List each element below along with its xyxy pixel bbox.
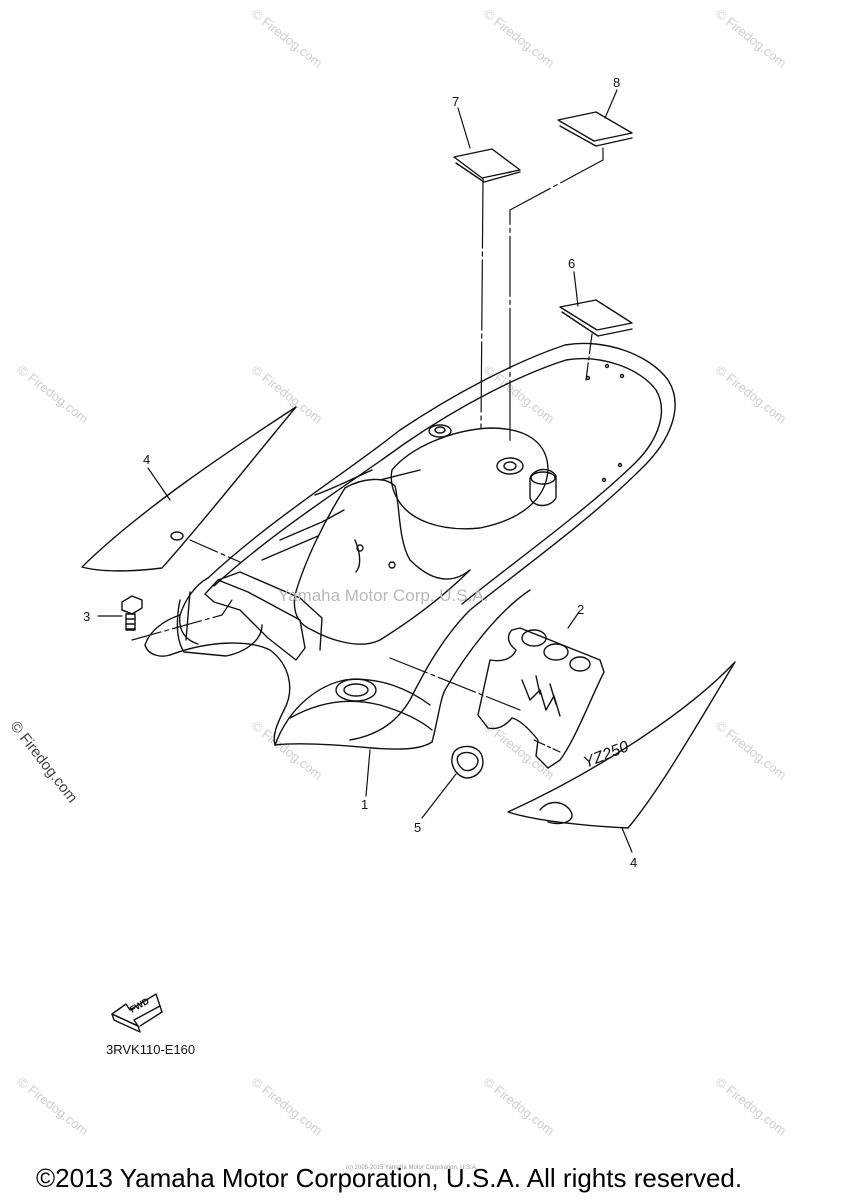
svg-text:YZ250: YZ250 [581, 738, 631, 771]
bolt-3 [122, 596, 142, 630]
callout-2: 2 [577, 602, 585, 617]
flap-2 [478, 628, 604, 768]
callout-8: 8 [613, 75, 621, 90]
callout-6: 6 [568, 256, 576, 271]
copyright-notice: ©2013 Yamaha Motor Corporation, U.S.A. A… [36, 1163, 743, 1193]
callout-1: 1 [361, 797, 369, 812]
side-decal-4-right: YZ250 [508, 662, 735, 828]
callout-7: 7 [452, 94, 460, 109]
grommet-5 [452, 746, 483, 778]
leader-lines [98, 90, 632, 852]
rear-fender-1 [145, 343, 675, 749]
side-decal-4-left [82, 407, 296, 571]
callout-5: 5 [414, 820, 422, 835]
fwd-arrow-icon [112, 994, 162, 1032]
decal-7 [454, 149, 520, 182]
tiny-footer-note: (c) 2005-2015 Yamaha Motor Corporation, … [346, 1165, 478, 1171]
diagram-code: 3RVK110-E160 [106, 1042, 196, 1057]
callout-3: 3 [83, 609, 91, 624]
decal-8 [558, 112, 632, 146]
callout-4-left: 4 [143, 452, 151, 467]
decal-6 [560, 300, 632, 336]
watermark-yamaha: Yamaha Motor Corp. U.S.A. [278, 586, 489, 605]
callout-4-right: 4 [630, 855, 638, 870]
